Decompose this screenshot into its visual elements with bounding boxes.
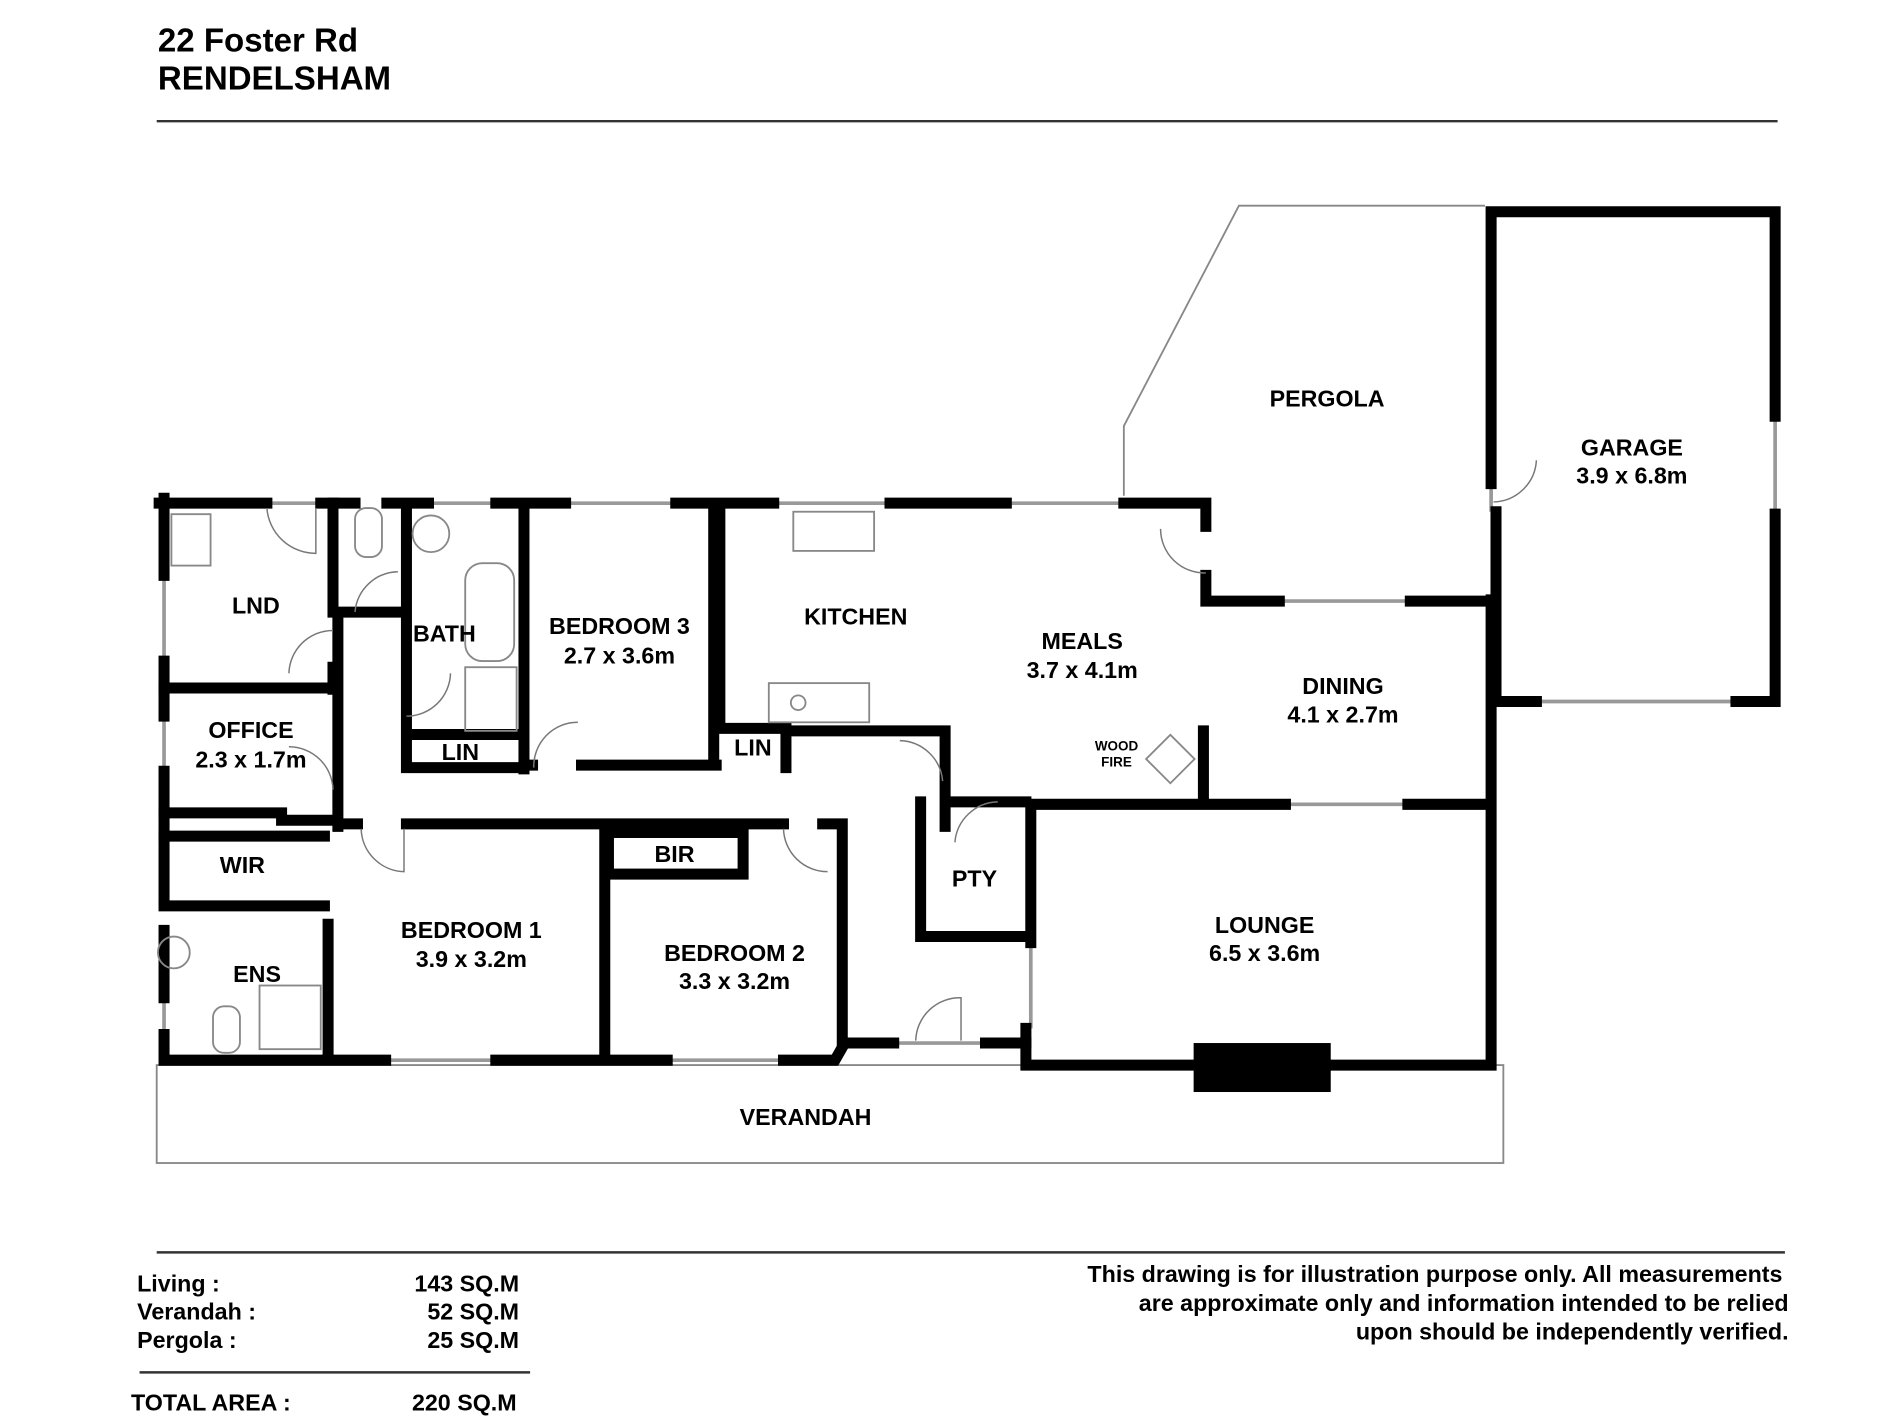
room-garage: GARAGE	[1581, 434, 1683, 460]
disclaimer-line1: This drawing is for illustration purpose…	[1087, 1261, 1782, 1287]
room-pty: PTY	[952, 865, 998, 891]
address-line1: 22 Foster Rd	[158, 22, 358, 59]
room-bedroom2: BEDROOM 2	[664, 940, 805, 966]
fireplace	[1193, 1043, 1331, 1093]
room-kitchen: KITCHEN	[804, 603, 907, 629]
room-bath: BATH	[413, 620, 476, 646]
room-meals: MEALS	[1042, 628, 1123, 654]
room-lin-2: LIN	[734, 734, 771, 760]
room-bir: BIR	[655, 841, 695, 867]
room-dining-size: 4.1 x 2.7m	[1287, 701, 1398, 727]
room-lounge-size: 6.5 x 3.6m	[1209, 940, 1320, 966]
area-summary: Living : 143 SQ.M Verandah : 52 SQ.M Per…	[131, 1271, 531, 1415]
total-area-value: 220 SQ.M	[412, 1389, 517, 1415]
room-labels: LND OFFICE 2.3 x 1.7m WIR ENS BATH LIN L…	[195, 385, 1687, 1130]
room-bedroom2-size: 3.3 x 3.2m	[679, 968, 790, 994]
room-dining: DINING	[1302, 673, 1383, 699]
room-lin-1: LIN	[442, 739, 479, 765]
fixtures	[157, 460, 1538, 1054]
windows	[162, 416, 1777, 1063]
room-lnd: LND	[232, 592, 280, 618]
address-line2: RENDELSHAM	[158, 60, 391, 97]
wood-fire-line2: FIRE	[1101, 754, 1132, 769]
area-value-living: 143 SQ.M	[414, 1271, 519, 1297]
wood-fire-line1: WOOD	[1095, 738, 1139, 753]
room-meals-size: 3.7 x 4.1m	[1027, 657, 1138, 683]
area-value-verandah: 52 SQ.M	[427, 1299, 519, 1325]
room-bedroom1: BEDROOM 1	[401, 917, 542, 943]
area-label-verandah: Verandah :	[137, 1299, 256, 1325]
room-ens: ENS	[233, 961, 281, 987]
room-bedroom3-size: 2.7 x 3.6m	[564, 643, 675, 669]
room-pergola: PERGOLA	[1270, 385, 1385, 411]
room-bedroom1-size: 3.9 x 3.2m	[416, 946, 527, 972]
pergola-outline	[1122, 204, 1485, 496]
room-lounge: LOUNGE	[1215, 912, 1314, 938]
disclaimer-line3: upon should be independently verified.	[1356, 1318, 1789, 1344]
room-office: OFFICE	[208, 717, 293, 743]
disclaimer-line2: are approximate only and information int…	[1139, 1290, 1789, 1316]
room-bedroom3: BEDROOM 3	[549, 613, 690, 639]
disclaimer: This drawing is for illustration purpose…	[1087, 1261, 1788, 1345]
area-label-pergola: Pergola :	[137, 1327, 236, 1353]
room-wir: WIR	[220, 852, 265, 878]
room-verandah: VERANDAH	[740, 1104, 872, 1130]
room-office-size: 2.3 x 1.7m	[195, 747, 306, 773]
total-area-label: TOTAL AREA :	[131, 1389, 291, 1415]
room-garage-size: 3.9 x 6.8m	[1576, 463, 1687, 489]
area-label-living: Living :	[137, 1271, 220, 1297]
area-value-pergola: 25 SQ.M	[427, 1327, 519, 1353]
